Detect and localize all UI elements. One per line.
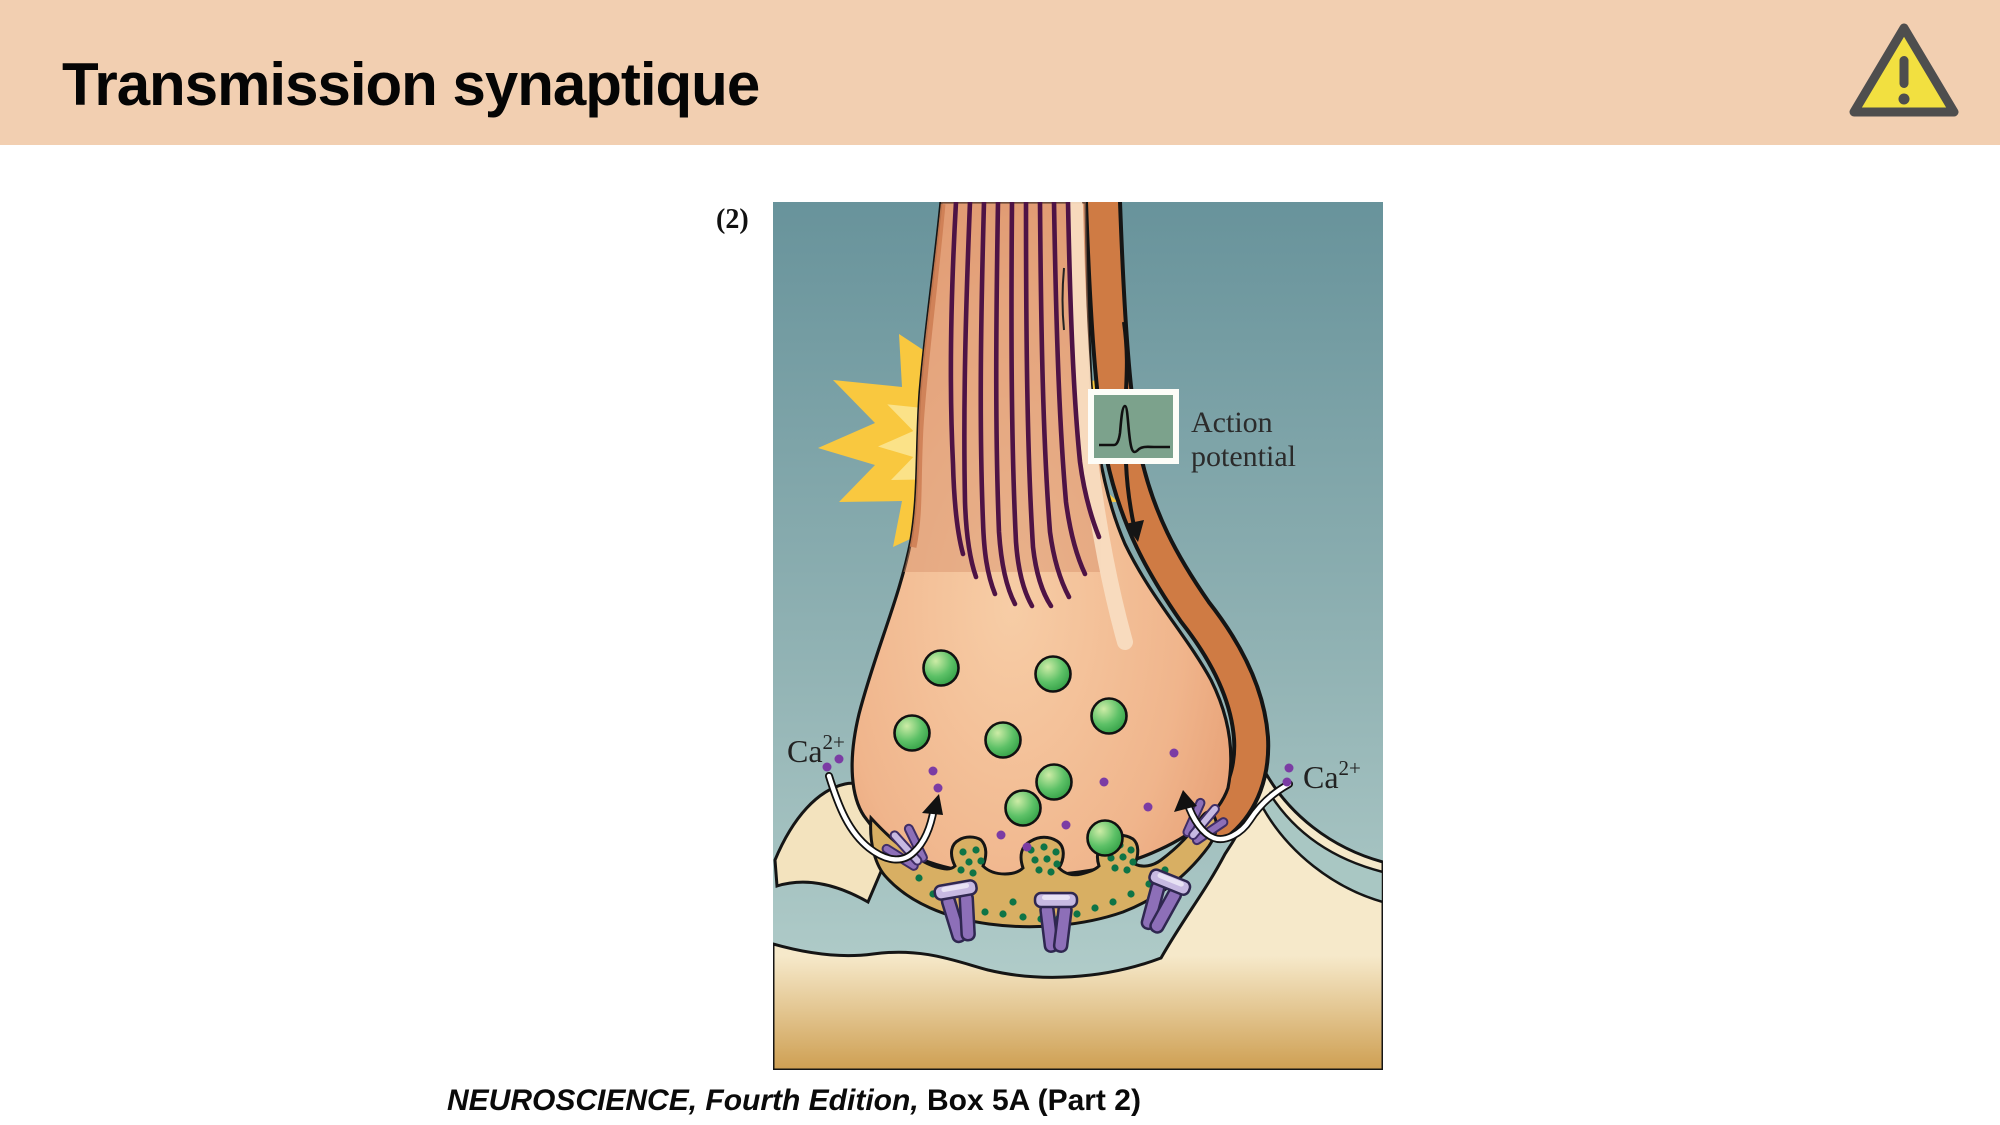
- receptor-icon: [1140, 868, 1192, 934]
- warning-exclamation-bar: [1899, 56, 1909, 88]
- inset-box: [1094, 395, 1173, 458]
- membrane-crease: [1061, 267, 1065, 331]
- receptor-icon: [933, 879, 978, 944]
- axon-membrane-band: [1084, 202, 1271, 840]
- ca-base: Ca: [787, 733, 823, 769]
- ca-arrow-right-head: [1174, 790, 1197, 812]
- vesicle: [1034, 655, 1072, 693]
- synaptic-vesicles: [893, 649, 1128, 857]
- ca-arrow-right: [1184, 781, 1292, 842]
- calcium-ions: [822, 748, 1294, 852]
- postsynaptic-membrane: [773, 765, 1383, 1070]
- action-potential-inset: [1088, 389, 1179, 464]
- calcium-label-right: Ca2+: [1303, 756, 1361, 795]
- vesicle: [1086, 819, 1124, 857]
- membrane-band-fill: [1088, 202, 1267, 836]
- action-potential-label-line1: Action: [1191, 406, 1273, 439]
- propagation-arrow: [1122, 321, 1144, 542]
- figure-panel-label: (2): [716, 204, 749, 235]
- ca-base: Ca: [1303, 759, 1339, 795]
- presynaptic-terminal: [850, 202, 1233, 878]
- header-bar: Transmission synaptique: [0, 0, 2000, 145]
- vesicle: [1090, 697, 1128, 735]
- ca-sup: 2+: [1339, 756, 1361, 780]
- arrow-shaft: [1122, 321, 1136, 527]
- vesicle: [1004, 789, 1042, 827]
- vesicle: [1035, 763, 1073, 801]
- ca-arrow-left: [826, 773, 937, 862]
- caption-italic: NEUROSCIENCE, Fourth Edition,: [447, 1084, 919, 1117]
- warning-exclamation-dot: [1898, 93, 1910, 105]
- axon-left-shade: [907, 203, 946, 548]
- membrane-fold-cleft: [1261, 791, 1383, 904]
- action-potential-label-line2: potential: [1191, 440, 1296, 473]
- vesicle: [922, 649, 960, 687]
- page-title: Transmission synaptique: [62, 51, 760, 118]
- ca-sup: 2+: [823, 730, 845, 754]
- postsynaptic-receptors: [933, 868, 1192, 953]
- calcium-influx-arrows: [825, 772, 1293, 864]
- vesicle: [893, 714, 931, 752]
- receptor-icon: [1033, 891, 1079, 953]
- axon-microtubule-stripes: [948, 202, 1102, 609]
- warning-triangle-icon: [1849, 23, 1959, 117]
- calcium-label-left: Ca2+: [787, 730, 845, 769]
- arrow-head: [1125, 520, 1144, 542]
- caption-normal: Box 5A (Part 2): [918, 1084, 1141, 1117]
- ca-arrow-left-head: [922, 794, 943, 815]
- spike-trace: [1099, 404, 1170, 454]
- synapse-figure: Action potential: [773, 202, 1383, 1070]
- vesicle: [984, 721, 1022, 759]
- figure-caption: NEUROSCIENCE, Fourth Edition, Box 5A (Pa…: [447, 1084, 1141, 1118]
